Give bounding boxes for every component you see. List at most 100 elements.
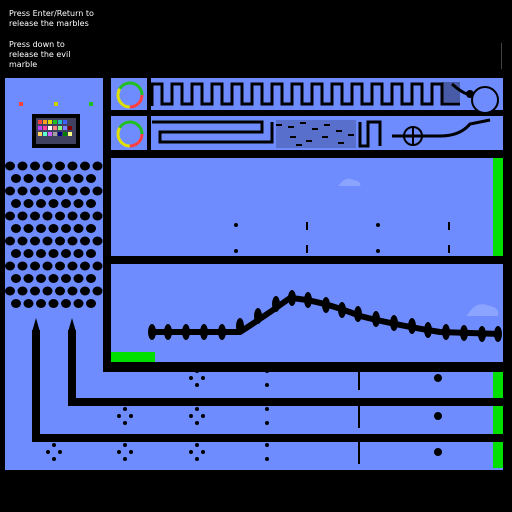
peg bbox=[55, 161, 65, 171]
peg bbox=[36, 224, 46, 233]
peg bbox=[48, 299, 59, 308]
marble-start-box bbox=[19, 102, 93, 148]
pin bbox=[265, 457, 269, 461]
instruction-release-evil-marble: Press down to release the evil marble bbox=[9, 40, 71, 69]
peg bbox=[17, 211, 28, 221]
peg bbox=[80, 186, 90, 196]
peg bbox=[67, 286, 78, 296]
pin bbox=[117, 414, 121, 418]
peg bbox=[17, 236, 28, 246]
peg bbox=[48, 199, 59, 208]
goal-bar-3 bbox=[493, 372, 503, 398]
goal-bar-5 bbox=[493, 442, 503, 468]
pin-bar bbox=[358, 404, 360, 428]
peg bbox=[92, 236, 103, 246]
pin bbox=[123, 421, 127, 425]
pin bbox=[201, 376, 205, 380]
peg bbox=[17, 261, 28, 271]
pin bbox=[52, 457, 56, 461]
instruction-release-marbles: Press Enter/Return to release the marble… bbox=[9, 9, 94, 28]
pin bbox=[201, 414, 205, 418]
divider-line bbox=[501, 43, 502, 69]
peg bbox=[42, 261, 53, 271]
peg bbox=[23, 174, 34, 183]
peg bbox=[17, 186, 28, 196]
pin bbox=[434, 374, 442, 382]
peg bbox=[5, 261, 15, 271]
peg bbox=[42, 211, 53, 221]
peg bbox=[61, 299, 71, 308]
pin bbox=[58, 450, 62, 454]
hill-race-lane bbox=[111, 290, 502, 362]
peg bbox=[73, 274, 84, 283]
pin bbox=[117, 450, 121, 454]
peg bbox=[86, 249, 96, 258]
peg bbox=[86, 274, 96, 283]
peg bbox=[17, 286, 28, 296]
peg bbox=[11, 199, 21, 208]
pin bbox=[265, 383, 269, 387]
pin bbox=[195, 369, 199, 373]
peg bbox=[23, 224, 34, 233]
peg bbox=[92, 161, 103, 171]
pin bbox=[195, 443, 199, 447]
spinner-bottom bbox=[116, 120, 144, 148]
pin bbox=[201, 450, 205, 454]
peg bbox=[73, 174, 84, 183]
peg bbox=[30, 161, 40, 171]
peg bbox=[61, 274, 71, 283]
lane-pins bbox=[46, 366, 442, 464]
pin bbox=[189, 450, 193, 454]
peg bbox=[73, 224, 84, 233]
peg bbox=[11, 274, 21, 283]
peg bbox=[48, 174, 59, 183]
left-column-wall bbox=[103, 78, 111, 372]
peg bbox=[48, 274, 59, 283]
peg bbox=[86, 199, 96, 208]
pin bbox=[189, 414, 193, 418]
peg bbox=[55, 186, 65, 196]
zigzag-track bbox=[150, 82, 460, 106]
peg bbox=[42, 236, 53, 246]
peg bbox=[80, 211, 90, 221]
pin bbox=[434, 412, 442, 420]
pin bbox=[265, 443, 269, 447]
peg bbox=[11, 224, 21, 233]
peg bbox=[55, 236, 65, 246]
peg bbox=[55, 211, 65, 221]
peg bbox=[23, 299, 34, 308]
pin bbox=[123, 457, 127, 461]
peg bbox=[23, 249, 34, 258]
peg bbox=[80, 261, 90, 271]
crossed-circle-icon bbox=[403, 126, 423, 146]
peg bbox=[61, 249, 71, 258]
funnel-bowl bbox=[471, 86, 499, 114]
spinner-top bbox=[113, 80, 147, 110]
goal-bar-1 bbox=[493, 158, 503, 256]
peg bbox=[17, 161, 28, 171]
peg bbox=[73, 199, 84, 208]
pin bbox=[46, 450, 50, 454]
peg bbox=[5, 186, 15, 196]
pin bbox=[265, 407, 269, 411]
peg bbox=[48, 249, 59, 258]
peg bbox=[11, 249, 21, 258]
peg bbox=[92, 261, 103, 271]
pin-bar bbox=[358, 440, 360, 464]
peg bbox=[92, 286, 103, 296]
peg bbox=[11, 174, 21, 183]
peg bbox=[67, 161, 78, 171]
peg bbox=[67, 186, 78, 196]
pin bbox=[195, 407, 199, 411]
pin bbox=[52, 443, 56, 447]
upper-race-lane bbox=[234, 158, 503, 256]
peg bbox=[67, 211, 78, 221]
peg bbox=[30, 186, 40, 196]
peg bbox=[30, 261, 40, 271]
peg bbox=[80, 286, 90, 296]
peg bbox=[42, 186, 53, 196]
peg bbox=[36, 174, 46, 183]
pin bbox=[195, 457, 199, 461]
peg bbox=[30, 236, 40, 246]
